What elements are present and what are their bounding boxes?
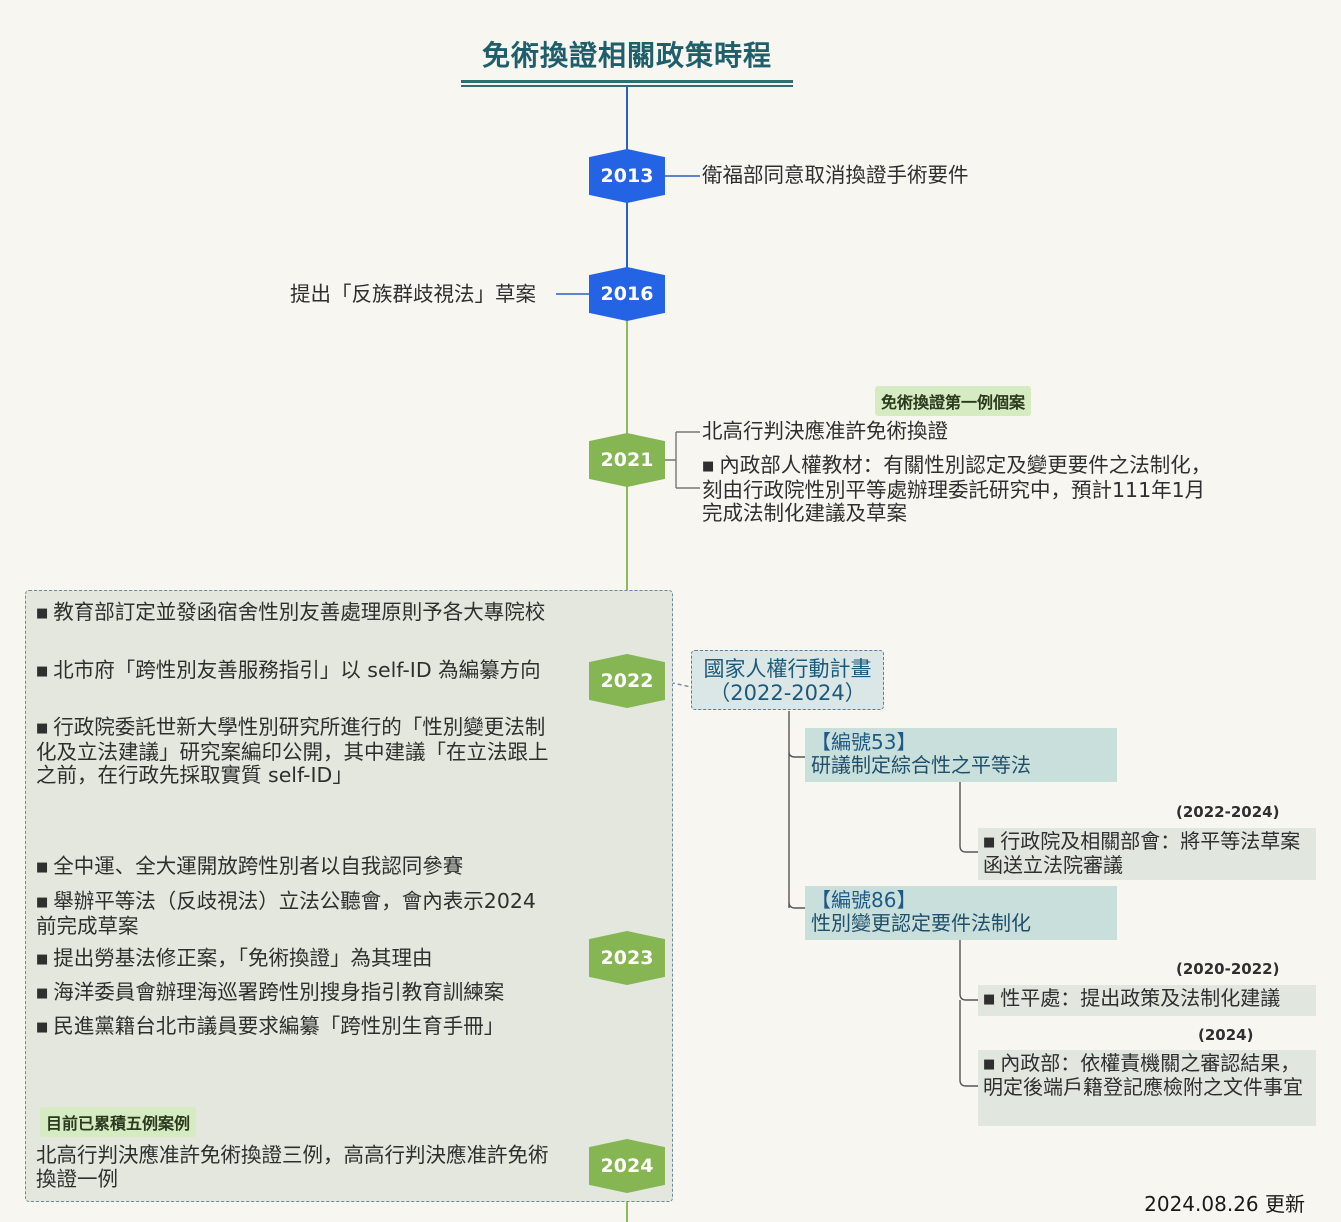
bullet-icon: ■ (36, 721, 49, 736)
year-node-2023: 2023 (589, 931, 665, 985)
range-86-1: (2020-2022) (1176, 960, 1280, 978)
plan-item-86-code: 【編號86】 (811, 888, 917, 912)
plan-item-86-child-2: ■內政部：依權責機關之審認結果，明定後端戶籍登記應檢附之文件事宜 (978, 1050, 1316, 1126)
event-2023-4: ■海洋委員會辦理海巡署跨性別搜身指引教育訓練案 (36, 980, 505, 1004)
bullet-icon: ■ (983, 1057, 996, 1072)
bullet-icon: ■ (36, 664, 49, 679)
plan-item-86-child-1: ■性平處：提出政策及法制化建議 (978, 985, 1316, 1016)
updated-date: 2024.08.26 更新 (1144, 1192, 1305, 1216)
year-node-2022: 2022 (589, 654, 665, 708)
bullet-icon: ■ (36, 1020, 49, 1035)
bullet-icon: ■ (702, 459, 715, 474)
event-2016: 提出「反族群歧視法」草案 (290, 282, 536, 306)
human-rights-plan: 國家人權行動計畫 （2022-2024） (691, 650, 884, 710)
plan-item-53: 【編號53】 研議制定綜合性之平等法 (805, 728, 1117, 782)
plan-item-86-text: 性別變更認定要件法制化 (811, 911, 1031, 935)
event-2022-3: ■行政院委託世新大學性別研究所進行的「性別變更法制化及立法建議」研究案編印公開，… (36, 715, 549, 787)
event-2023-1: ■全中運、全大運開放跨性別者以自我認同參賽 (36, 854, 464, 878)
plan-item-53-text: 研議制定綜合性之平等法 (811, 753, 1031, 777)
title-underline-thin (461, 85, 793, 87)
event-2021-title: 北高行判決應准許免術換證 (702, 419, 948, 443)
range-86-2: (2024) (1198, 1026, 1254, 1044)
event-2023-3: ■提出勞基法修正案，「免術換證」為其理由 (36, 946, 433, 970)
bullet-icon: ■ (983, 835, 996, 850)
bullet-icon: ■ (36, 986, 49, 1001)
group-box-2022-2024 (25, 590, 673, 1202)
bullet-icon: ■ (36, 860, 49, 875)
page-title: 免術換證相關政策時程 (481, 39, 772, 72)
year-node-2013: 2013 (589, 149, 665, 203)
tag-five-cases: 目前已累積五例案例 (40, 1107, 197, 1137)
plan-item-53-child: ■行政院及相關部會：將平等法草案函送立法院審議 (978, 828, 1316, 880)
plan-item-86: 【編號86】 性別變更認定要件法制化 (805, 886, 1117, 940)
bullet-icon: ■ (36, 895, 49, 910)
plan-item-53-code: 【編號53】 (811, 730, 917, 754)
bullet-icon: ■ (983, 992, 996, 1007)
event-2013: 衛福部同意取消換證手術要件 (702, 163, 969, 187)
title-underline (461, 80, 793, 83)
tag-first-case: 免術換證第一例個案 (875, 386, 1032, 416)
event-2022-2: ■北市府「跨性別友善服務指引」以 self-ID 為編纂方向 (36, 658, 541, 682)
event-2023-2: ■舉辦平等法（反歧視法）立法公聽會，會內表示2024前完成草案 (36, 889, 536, 938)
bullet-icon: ■ (36, 952, 49, 967)
year-node-2024: 2024 (589, 1139, 665, 1193)
range-53-1: (2022-2024) (1176, 803, 1280, 821)
plan-title: 國家人權行動計畫 (703, 657, 872, 681)
plan-period: （2022-2024） (709, 681, 866, 705)
year-node-2016: 2016 (589, 267, 665, 321)
event-2023-5: ■民進黨籍台北市議員要求編纂「跨性別生育手冊」 (36, 1014, 505, 1038)
event-2021-item: ■內政部人權教材：有關性別認定及變更要件之法制化，刻由行政院性別平等處辦理委託研… (702, 453, 1212, 525)
event-2022-1: ■教育部訂定並發函宿舍性別友善處理原則予各大專院校 (36, 600, 546, 624)
year-node-2021: 2021 (589, 433, 665, 487)
event-2024: 北高行判決應准許免術換證三例，高高行判決應准許免術換證一例 (36, 1143, 549, 1191)
bullet-icon: ■ (36, 606, 49, 621)
